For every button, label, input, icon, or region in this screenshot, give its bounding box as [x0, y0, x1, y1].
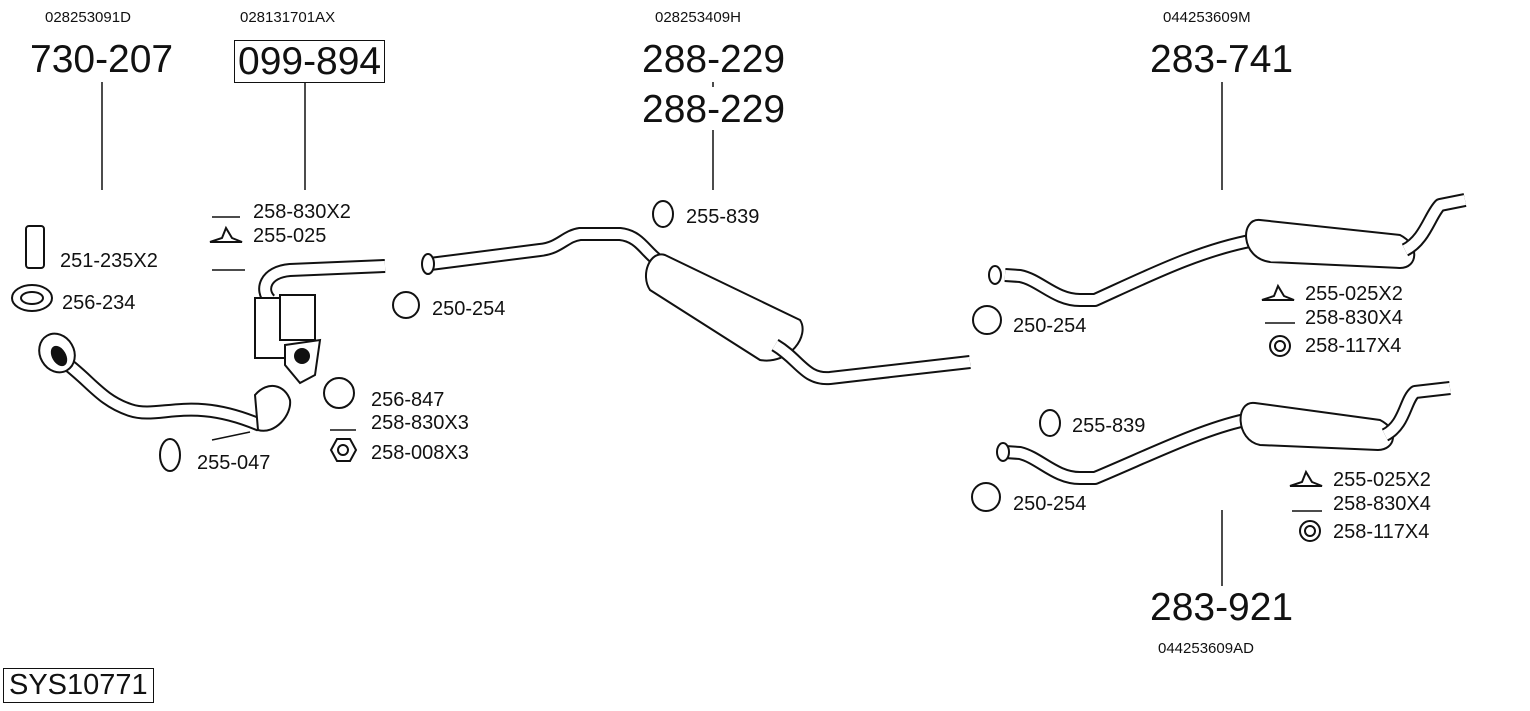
fitting-label[interactable]: 251-235X2: [60, 250, 158, 272]
bracket-icon: [25, 225, 45, 269]
part-number[interactable]: 283-741: [1150, 38, 1294, 81]
fitting-label[interactable]: 255-839: [686, 206, 760, 228]
part-number[interactable]: 283-921: [1150, 586, 1294, 629]
clamp-icon: [971, 482, 1001, 512]
middle-silencer: [421, 227, 971, 386]
fitting-label[interactable]: 250-254: [432, 298, 506, 320]
fitting-icons: [11, 200, 1323, 542]
part-number[interactable]: 730-207: [30, 38, 174, 81]
oe-number: 044253609M: [1163, 9, 1251, 26]
oe-number: 028253409H: [655, 9, 741, 26]
fitting-label[interactable]: 258-117X4: [1305, 335, 1402, 357]
fitting-label[interactable]: 258-830X4: [1305, 307, 1403, 329]
fitting-label[interactable]: 258-117X4: [1333, 521, 1430, 543]
fitting-label[interactable]: 258-830X2: [253, 201, 351, 223]
catalytic-converter: [212, 259, 386, 385]
part-number-boxed[interactable]: 099-894: [234, 40, 386, 83]
system-id: SYS10771: [3, 668, 154, 703]
mount-icon: [209, 225, 243, 243]
fitting-label[interactable]: 256-234: [62, 292, 136, 314]
clamp-icon: [392, 291, 420, 319]
fitting-label[interactable]: 250-254: [1013, 315, 1087, 337]
rear-silencer-2: [996, 381, 1451, 485]
fitting-label[interactable]: 258-830X4: [1333, 493, 1431, 515]
fitting-label[interactable]: 255-025X2: [1305, 283, 1403, 305]
oe-number: 044253609AD: [1158, 640, 1254, 657]
fitting-label[interactable]: 250-254: [1013, 493, 1087, 515]
fitting-label[interactable]: 258-830X3: [371, 412, 469, 434]
mount-icon: [1261, 283, 1295, 301]
fitting-label[interactable]: 255-025X2: [1333, 469, 1431, 491]
front-pipe: [38, 332, 292, 441]
part-number[interactable]: 288-229: [642, 38, 786, 81]
oe-number: 028253091D: [45, 9, 131, 26]
fitting-label[interactable]: 256-847: [371, 389, 445, 411]
clamp-icon: [972, 305, 1002, 335]
fitting-label[interactable]: 255-025: [253, 225, 327, 247]
rear-silencer-1: [988, 193, 1467, 307]
rubber-ring-icon: [1039, 409, 1061, 437]
leader-lines: [101, 82, 1223, 586]
fitting-label[interactable]: 255-047: [197, 452, 271, 474]
rubber-ring-icon: [652, 200, 674, 228]
fitting-label[interactable]: 255-839: [1072, 415, 1146, 437]
oe-number: 028131701AX: [240, 9, 336, 26]
flange-gasket-icon: [323, 377, 355, 409]
part-number-alt[interactable]: 288-229: [642, 88, 786, 131]
rubber-hanger-icon: [159, 438, 181, 472]
fitting-label[interactable]: 258-008X3: [371, 442, 469, 464]
mount-icon: [1289, 469, 1323, 487]
